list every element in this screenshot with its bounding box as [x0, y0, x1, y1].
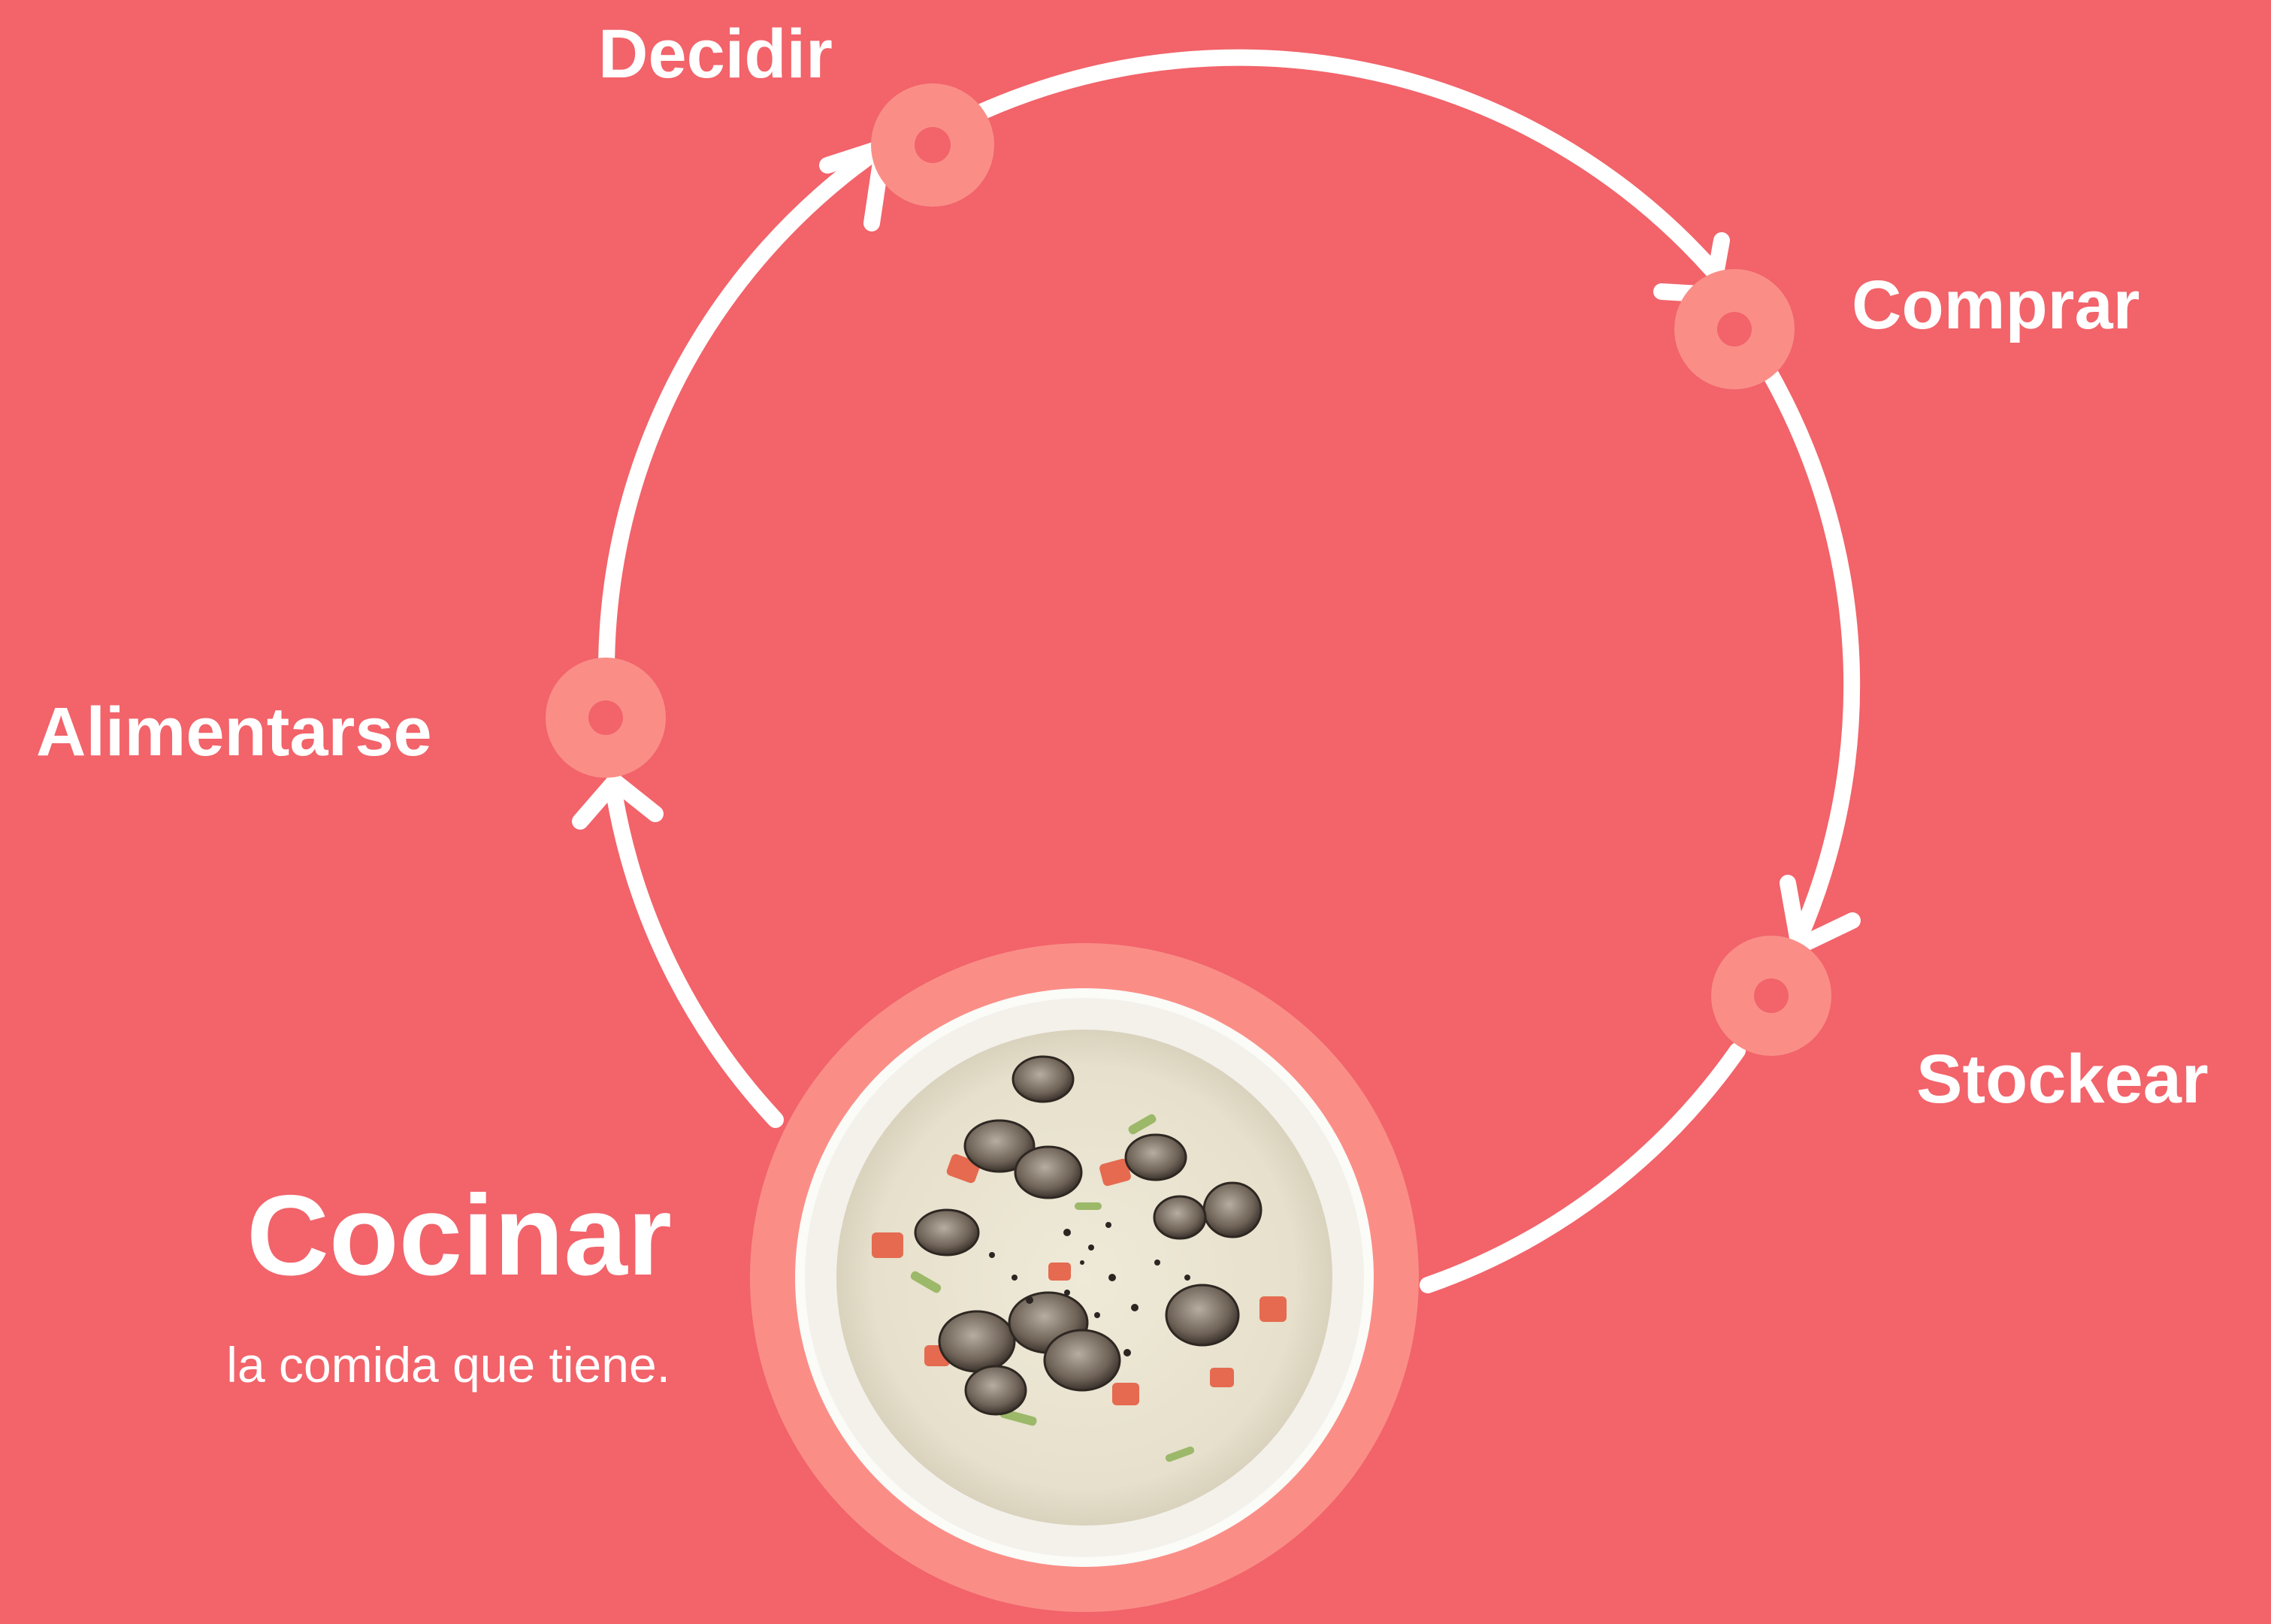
node-cocinar-bowl-image — [750, 943, 1419, 1612]
step-label-comprar: Comprar — [1852, 267, 2140, 343]
step-label-alimentarse: Alimentarse — [36, 694, 432, 770]
arc-comprar-stockear — [1763, 367, 1861, 954]
arrowhead-alimentarse — [572, 773, 664, 830]
node-alimentarse — [546, 658, 666, 778]
step-label-decidir: Decidir — [598, 16, 833, 92]
step-subtitle-cocinar: la comida que tiene. — [226, 1337, 670, 1393]
step-label-cocinar: Cocinar — [246, 1172, 672, 1299]
arc-cocinar-alimentarse — [606, 788, 784, 1128]
node-comprar — [1674, 269, 1795, 389]
step-label-stockear: Stockear — [1916, 1041, 2209, 1117]
arc-stockear-cocinar — [1420, 1042, 1746, 1293]
arc-decidir-comprar — [975, 49, 1742, 304]
node-decidir — [871, 83, 994, 207]
arc-alimentarse-decidir — [597, 138, 891, 679]
node-stockear — [1711, 936, 1831, 1056]
